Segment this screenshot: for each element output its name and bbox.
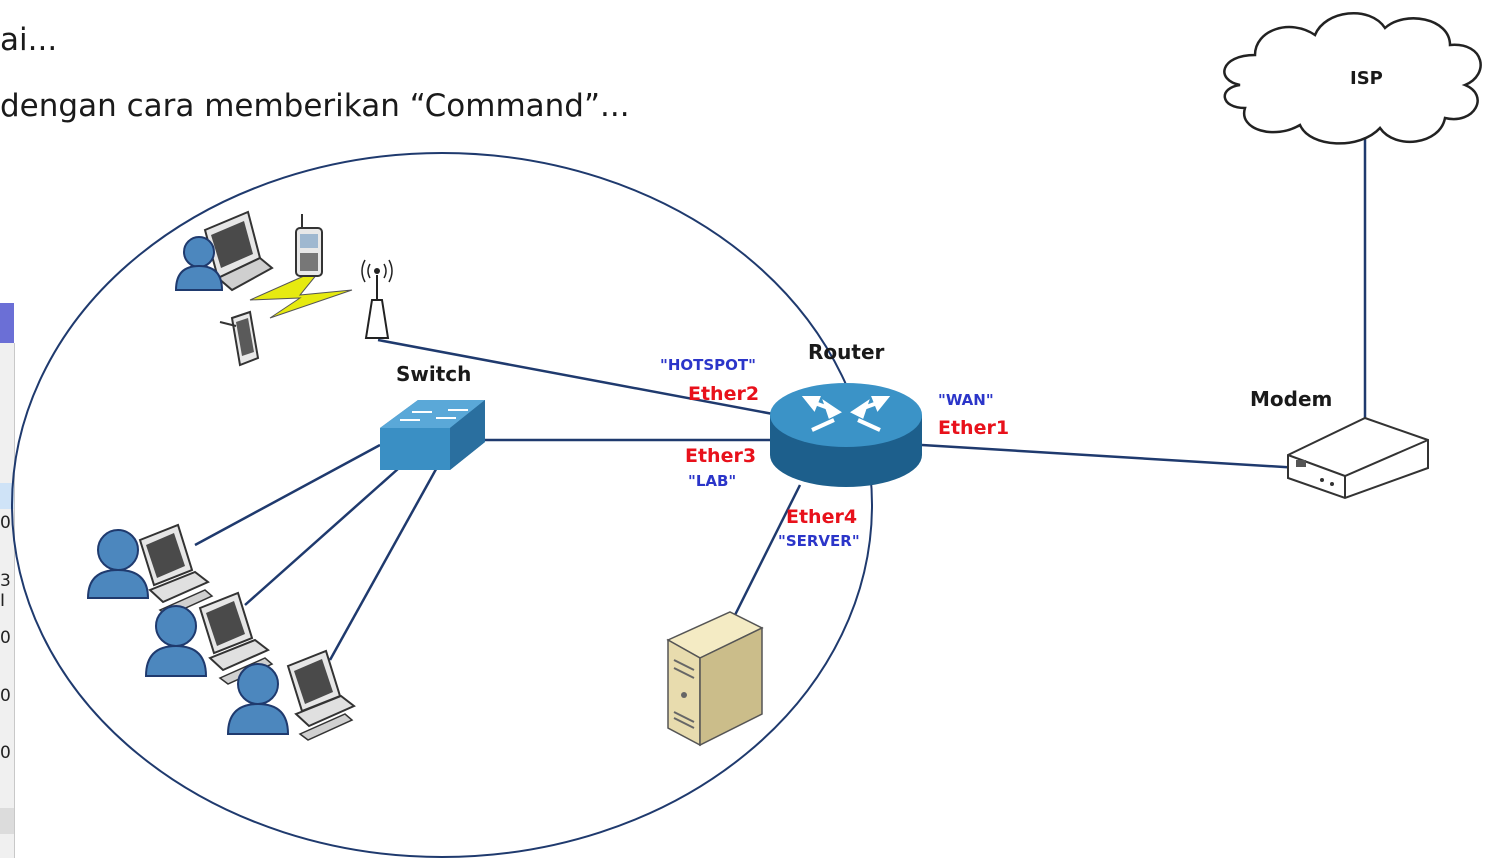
bullet-text-1: ai...	[0, 22, 58, 58]
isp-label: ISP	[1350, 68, 1383, 89]
router-label: Router	[808, 340, 885, 364]
link-switch-pc2	[244, 459, 409, 606]
server-icon	[666, 611, 764, 747]
lan-boundary	[11, 152, 873, 858]
laptop-icon	[203, 210, 274, 292]
port-alias-lab: "LAB"	[688, 472, 737, 490]
side-cell: 0	[0, 686, 11, 706]
port-alias-hotspot: "HOTSPOT"	[660, 356, 756, 374]
bullet-text-2: dengan cara memberikan “Command”...	[0, 88, 630, 124]
router-icon	[770, 383, 922, 487]
window-footer	[0, 808, 14, 834]
side-cell: 0	[0, 628, 11, 648]
link-router-modem	[921, 443, 1301, 470]
port-alias-server: "SERVER"	[778, 532, 860, 550]
link-switch-pc3	[328, 461, 442, 661]
window-body	[0, 343, 15, 858]
user-icon	[86, 529, 150, 599]
user-icon	[174, 236, 224, 291]
side-cell: 3 I	[0, 571, 11, 611]
user-icon	[144, 605, 208, 677]
link-antenna-router	[377, 338, 806, 422]
modem-label: Modem	[1250, 387, 1333, 411]
side-window-fragment: 0 3 I 0 0 0	[0, 303, 15, 858]
phone-icon	[295, 214, 323, 277]
tablet-icon	[219, 310, 260, 367]
antenna-icon	[361, 259, 393, 339]
cloud-icon	[1223, 12, 1482, 145]
port-name-ether4: Ether4	[786, 506, 858, 528]
switch-icon	[380, 400, 485, 470]
side-cell: 0	[0, 513, 11, 533]
desktop-computer-icon	[138, 523, 214, 617]
window-row-highlight	[0, 483, 14, 509]
switch-label: Switch	[396, 362, 472, 386]
user-icon	[226, 663, 290, 735]
desktop-computer-icon	[286, 649, 356, 741]
side-cell: 0	[0, 743, 11, 763]
window-titlebar	[0, 303, 14, 343]
port-name-ether2: Ether2	[688, 383, 760, 405]
link-switch-pc1	[194, 443, 381, 547]
links	[194, 130, 1367, 661]
port-name-ether1: Ether1	[938, 417, 1010, 439]
port-name-ether3: Ether3	[685, 445, 757, 467]
port-alias-wan: "WAN"	[938, 391, 994, 409]
modem-icon	[1287, 416, 1429, 500]
link-router-server	[733, 484, 802, 616]
